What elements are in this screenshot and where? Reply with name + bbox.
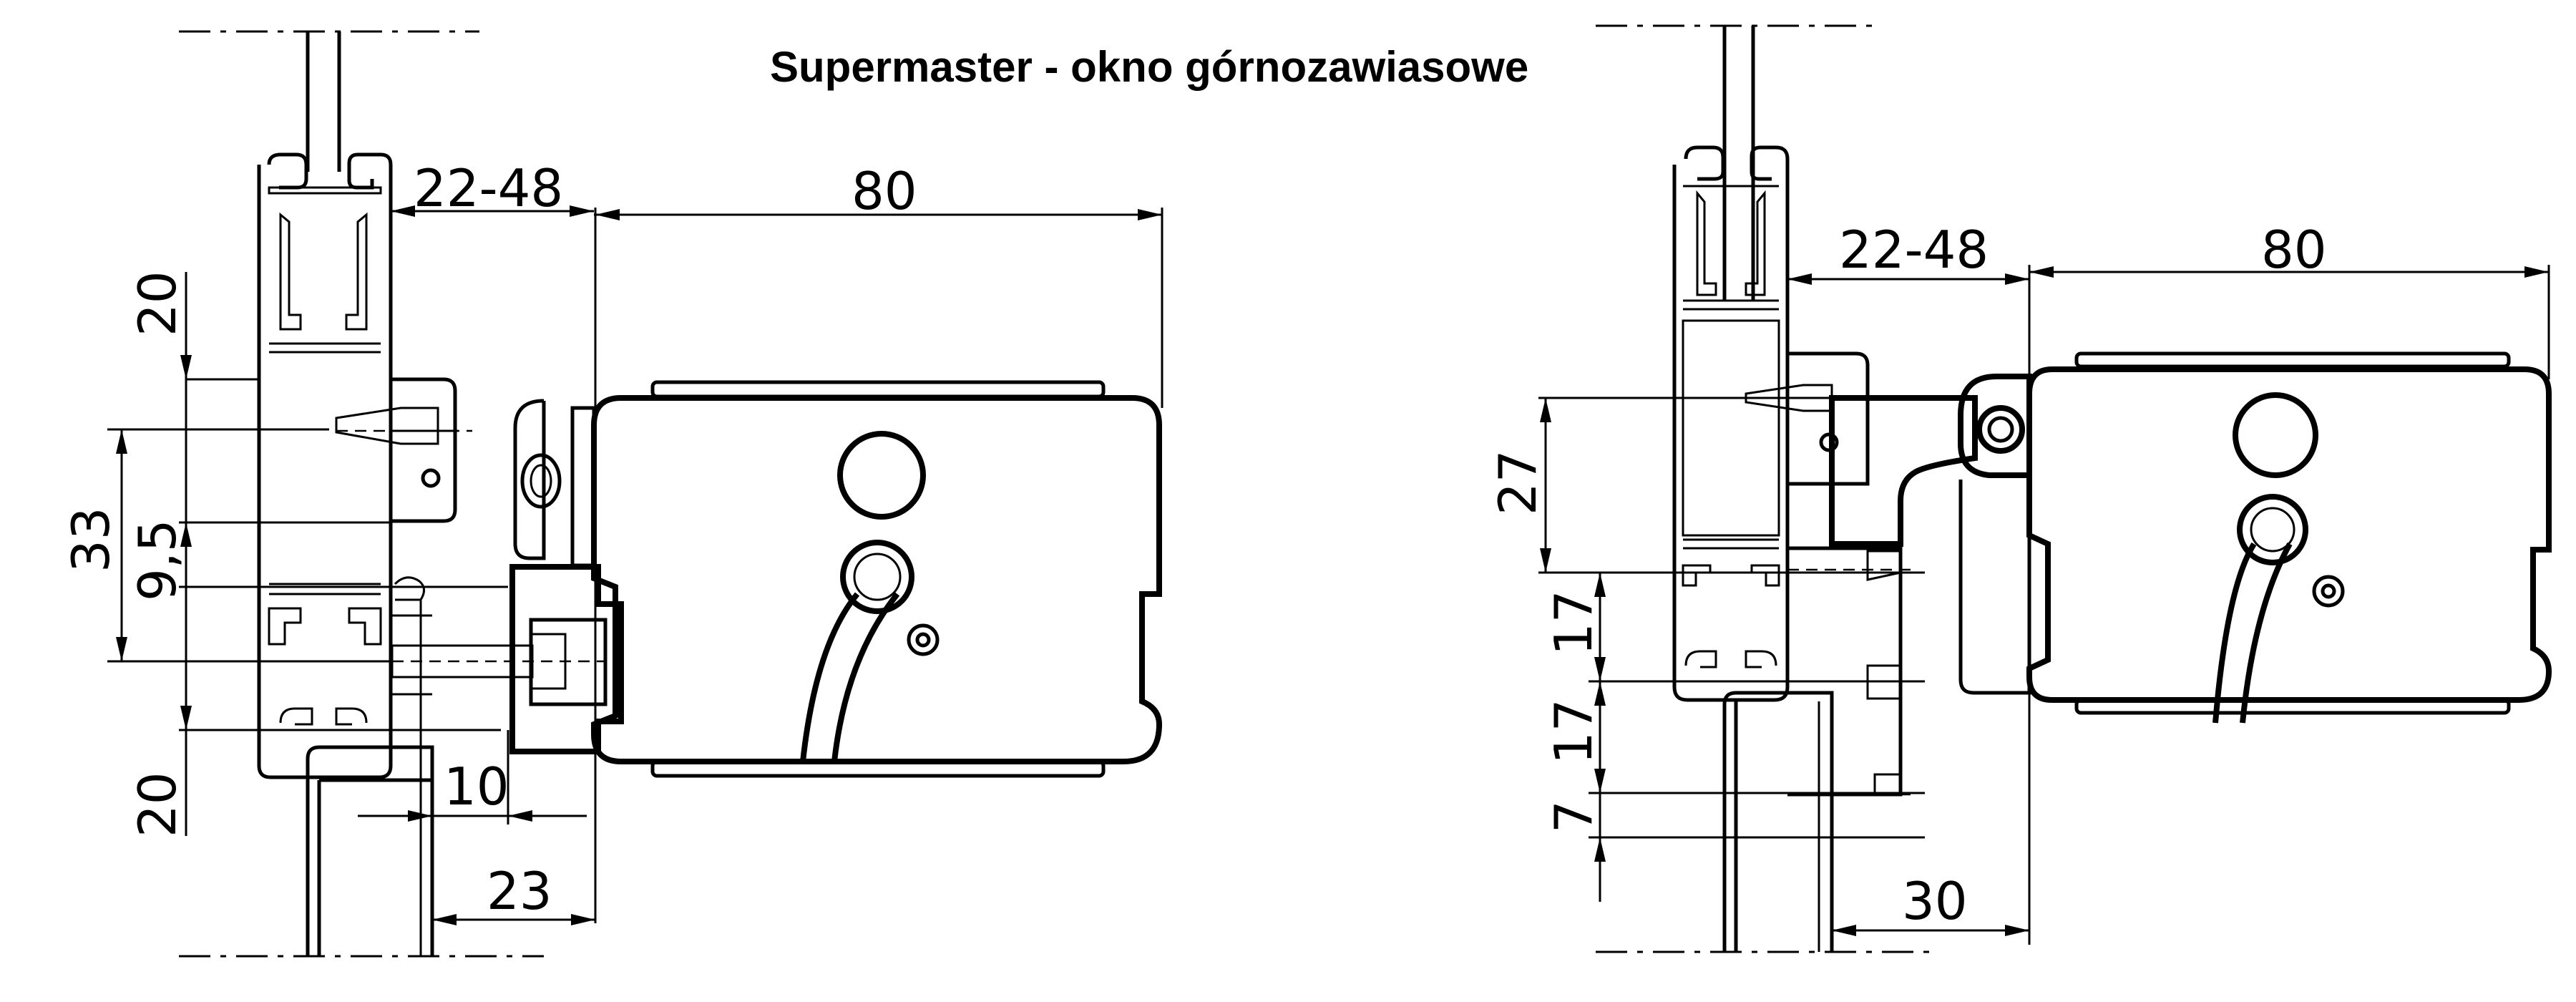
- left-dim-33: 33: [61, 507, 121, 573]
- left-screw-icon: [907, 623, 940, 656]
- left-power-cable: [800, 592, 900, 762]
- right-dim-30: 30: [1902, 871, 1968, 931]
- right-sash-profile: [1672, 145, 1790, 702]
- drawing-title: Supermaster - okno górnozawiasowe: [770, 43, 1528, 91]
- left-motor-drive-hole: [837, 431, 926, 520]
- right-hinge-pin-icon: [1976, 405, 2025, 454]
- right-mounting-bracket: [1745, 351, 1978, 797]
- left-dim-20-top: 20: [127, 271, 187, 336]
- left-hinge-knuckle: [513, 399, 596, 568]
- right-dim-27: 27: [1488, 449, 1548, 515]
- left-frame-profile: [306, 600, 434, 956]
- right-hinge-knuckle: [1958, 374, 2032, 695]
- left-dim-20-bottom: 20: [127, 772, 187, 837]
- left-cable-gland: [840, 540, 914, 614]
- left-glass-pane: [306, 31, 341, 172]
- right-dim-17-top: 17: [1543, 590, 1604, 656]
- right-dim-80: 80: [2261, 220, 2327, 280]
- left-dimension-lines: [107, 205, 1163, 925]
- right-motor-drive-hole: [2233, 392, 2318, 478]
- right-dim-7: 7: [1543, 800, 1604, 833]
- left-view: 22-48 80 20 33 9,5 20 10 23: [61, 30, 1163, 958]
- right-power-cable: [2212, 542, 2293, 724]
- right-view: 22-48 80 27 17 17 7 30: [1488, 24, 2552, 953]
- right-dim-17-bottom: 17: [1543, 699, 1604, 764]
- right-cable-gland: [2237, 494, 2308, 565]
- right-glass-pane: [1722, 26, 1755, 301]
- left-mounting-bracket: [335, 377, 472, 523]
- right-screw-icon: [2312, 575, 2345, 608]
- right-dim-22-48: 22-48: [1839, 220, 1989, 280]
- left-sash-profile: [257, 152, 432, 779]
- left-dim-10: 10: [444, 757, 509, 817]
- left-dim-80: 80: [852, 161, 917, 221]
- left-dim-23: 23: [487, 861, 552, 921]
- right-frame-profile: [1722, 691, 1834, 952]
- left-motor-housing: [591, 380, 1163, 778]
- left-actuator-block: [391, 564, 624, 754]
- left-dim-22-48: 22-48: [414, 158, 563, 218]
- left-dim-9-5: 9,5: [127, 519, 187, 601]
- right-dimension-lines: [1538, 265, 2550, 945]
- right-motor-housing: [2026, 351, 2552, 724]
